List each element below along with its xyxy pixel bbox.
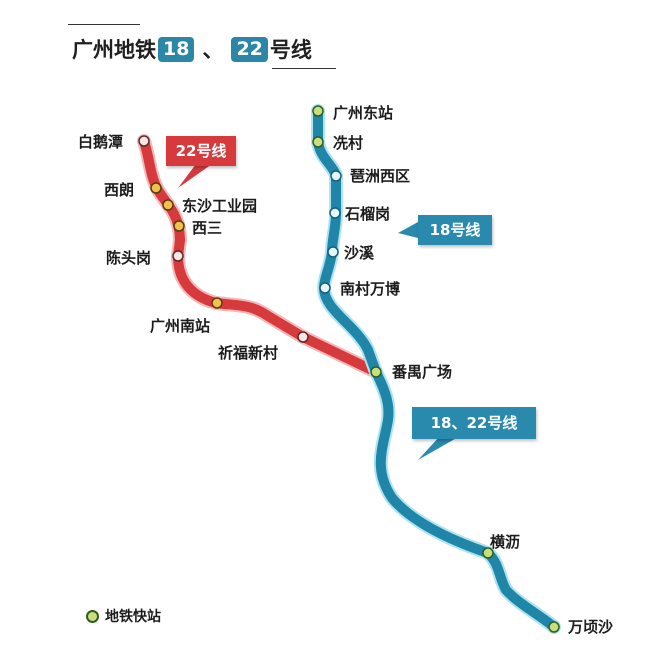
callout-line-22: 22号线 (166, 136, 236, 166)
station-wanqingsha-marker[interactable] (548, 621, 560, 633)
callout-shared-tail (418, 436, 460, 460)
station-label-guangzhounan[interactable]: 广州南站 (150, 317, 211, 335)
station-label-nancun[interactable]: 南村万博 (340, 280, 401, 298)
express-station-legend-icon (86, 609, 99, 623)
callout-22-tail (178, 164, 212, 188)
station-label-panyu[interactable]: 番禺广场 (392, 363, 453, 381)
station-label-xisan[interactable]: 西三 (192, 219, 223, 237)
station-shiliugang-marker[interactable] (329, 207, 341, 219)
station-label-baietan[interactable]: 白鹅潭 (78, 133, 124, 151)
callout-line-18-22: 18、22号线 (412, 407, 536, 439)
callout-18-tail (398, 222, 418, 238)
station-label-xilang[interactable]: 西朗 (104, 181, 135, 199)
title-rule (272, 68, 336, 69)
station-label-shaxi[interactable]: 沙溪 (344, 244, 375, 262)
station-label-chentougang[interactable]: 陈头岗 (106, 249, 152, 267)
title-rule (68, 24, 140, 25)
station-guangzhounan-marker[interactable] (211, 297, 223, 309)
station-label-dongsha[interactable]: 东沙工业园 (182, 197, 258, 215)
station-xilang-marker[interactable] (150, 182, 162, 194)
title-suffix: 号线 (269, 37, 312, 62)
station-xisan-marker[interactable] (173, 220, 185, 232)
legend: 地铁快站 (86, 606, 161, 626)
station-dongsha-marker[interactable] (162, 199, 174, 211)
station-xiancun-marker[interactable] (312, 136, 324, 148)
station-guangzhoudong-marker[interactable] (312, 105, 324, 117)
station-label-pazhouxiqu[interactable]: 琶洲西区 (350, 167, 411, 185)
station-label-shiliugang[interactable]: 石榴岗 (345, 205, 391, 223)
station-label-wanqingsha[interactable]: 万顷沙 (568, 618, 614, 636)
title-separator: 、 (202, 37, 224, 62)
station-qifu-marker[interactable] (297, 331, 309, 343)
station-label-guangzhoudong[interactable]: 广州东站 (333, 104, 394, 122)
station-panyu-marker[interactable] (370, 366, 382, 378)
callout-line-18: 18号线 (418, 215, 492, 245)
station-nancun-marker[interactable] (319, 282, 331, 294)
station-label-hengli[interactable]: 横沥 (490, 533, 521, 551)
title-badge-18: 18 (158, 36, 195, 62)
legend-label: 地铁快站 (105, 609, 161, 625)
title-text: 广州地铁 18 、 22 号线 (72, 34, 312, 64)
title-badge-22: 22 (231, 36, 268, 62)
station-label-xiancun[interactable]: 冼村 (333, 134, 364, 152)
station-shaxi-marker[interactable] (327, 246, 339, 258)
station-chentougang-marker[interactable] (172, 250, 184, 262)
title-prefix: 广州地铁 (72, 37, 156, 62)
station-label-qifu[interactable]: 祈福新村 (218, 344, 279, 362)
station-hengli-marker[interactable] (482, 547, 494, 559)
station-pazhouxiqu-marker[interactable] (330, 170, 342, 182)
station-baietan-marker[interactable] (138, 135, 150, 147)
